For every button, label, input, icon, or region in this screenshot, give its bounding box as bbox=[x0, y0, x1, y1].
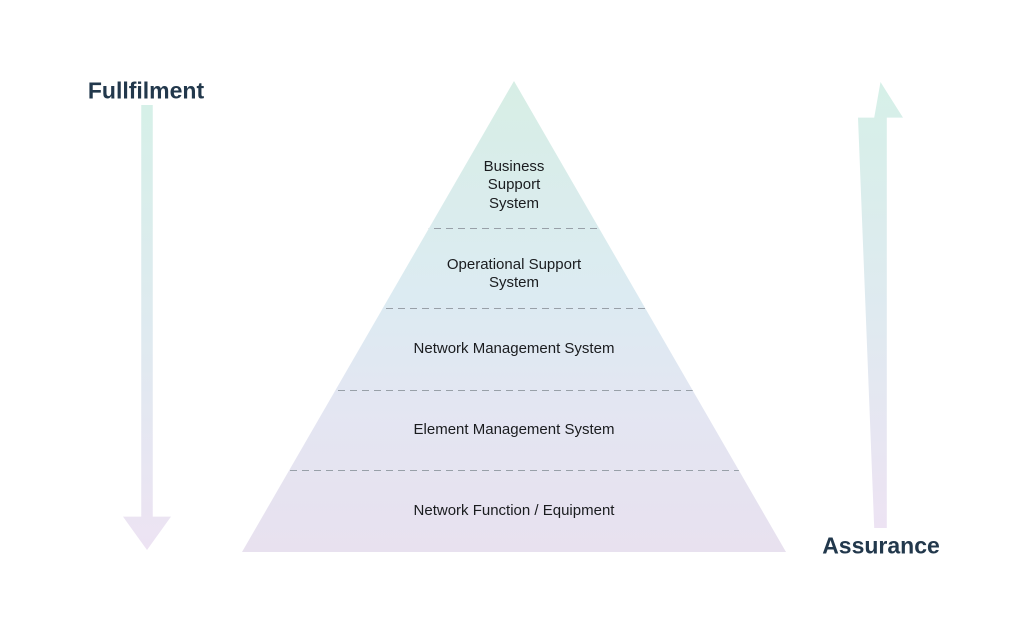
assurance-axis-label: Assurance bbox=[822, 532, 940, 559]
arrow-down-icon bbox=[123, 105, 171, 550]
pyramid-level-operational-support-system: Operational Support System bbox=[446, 255, 582, 291]
level-divider bbox=[242, 470, 786, 471]
pyramid-level-business-support-system: Business Support System bbox=[483, 158, 545, 212]
pyramid-level-network-management-system: Network Management System bbox=[413, 339, 615, 357]
level-divider bbox=[242, 308, 786, 309]
oss-bss-pyramid: Business Support System Operational Supp… bbox=[242, 81, 786, 552]
level-divider bbox=[242, 390, 786, 391]
fulfilment-axis-label: Fullfilment bbox=[87, 77, 205, 104]
pyramid-level-network-function-equipment: Network Function / Equipment bbox=[413, 501, 615, 519]
level-divider bbox=[242, 228, 786, 229]
pyramid-level-element-management-system: Element Management System bbox=[413, 420, 615, 438]
arrow-up-icon bbox=[858, 82, 903, 528]
